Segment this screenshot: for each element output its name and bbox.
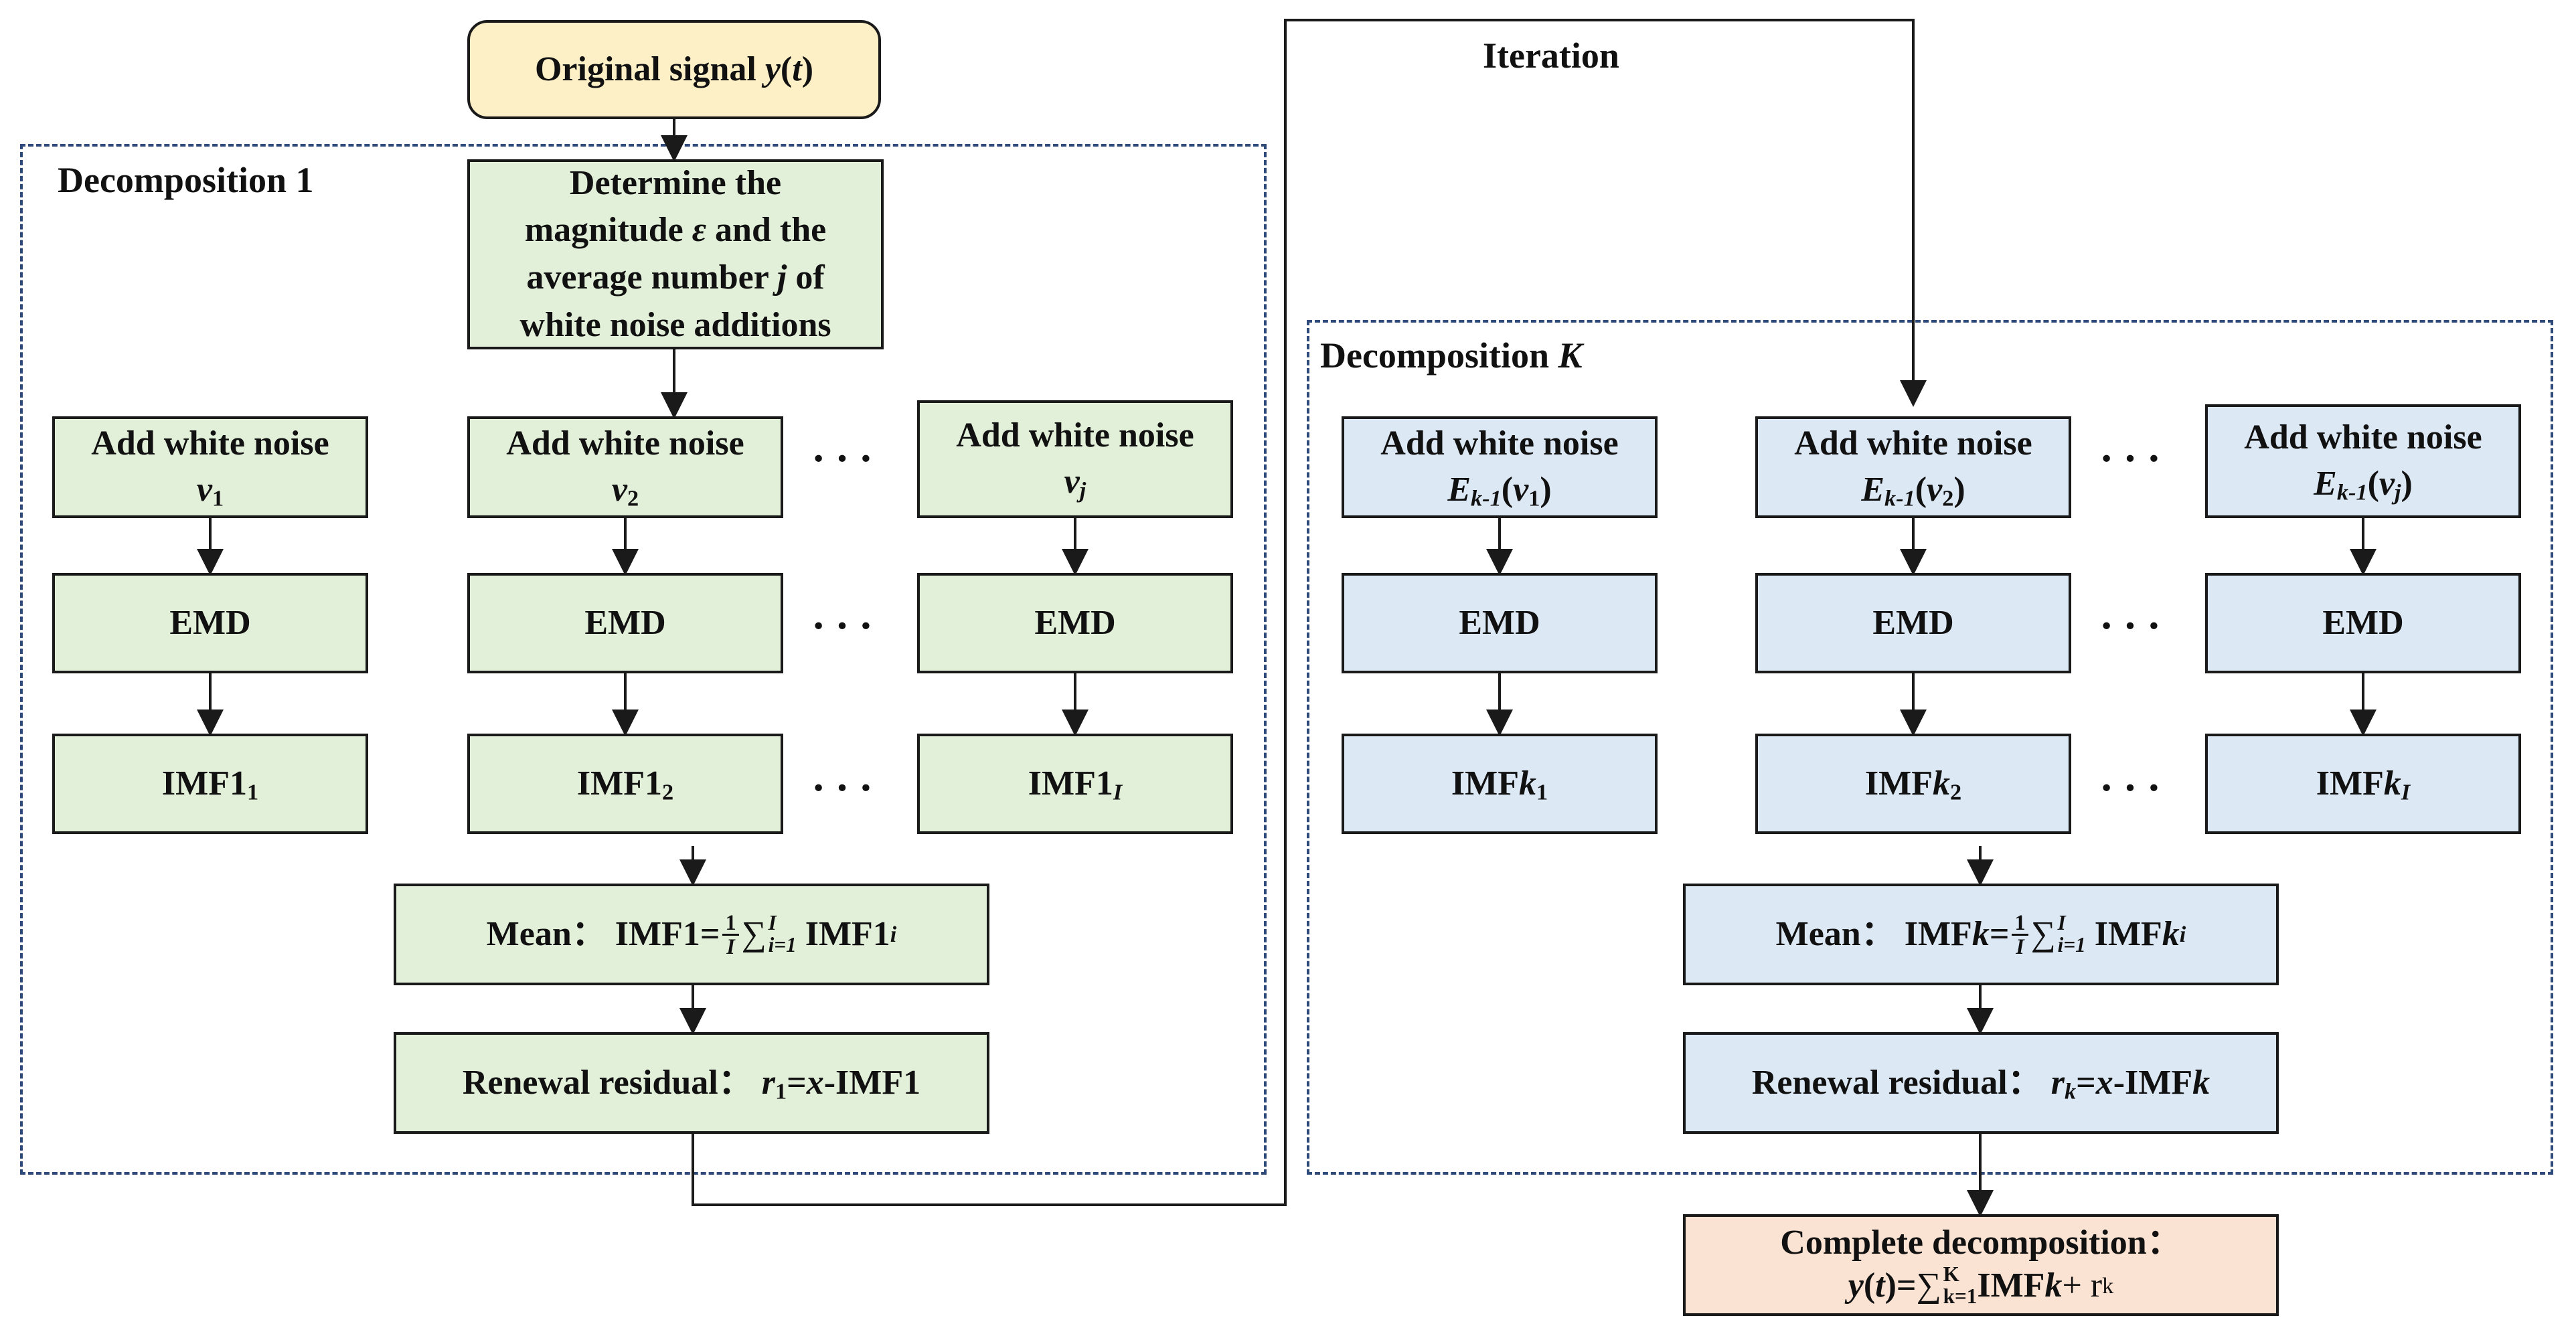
iteration-label: Iteration xyxy=(1483,35,1619,76)
imf-box-k-1: IMFk1 xyxy=(1342,734,1658,834)
ellipsis-emd-1: ··· xyxy=(811,602,883,649)
renewal-residual-box-1: Renewal residual： r1=x-IMF1 xyxy=(394,1032,989,1134)
add-noise-box-k-2: Add white noise Ek-1(v2) xyxy=(1755,416,2071,518)
emd-box-k-2: EMD xyxy=(1755,573,2071,673)
add-noise-box-1: Add white noise v1 xyxy=(52,416,368,518)
add-noise-box-k-1: Add white noise Ek-1(v1) xyxy=(1342,416,1658,518)
ellipsis-noise-k: ··· xyxy=(2099,434,2171,482)
decomposition-k-title: Decomposition K xyxy=(1320,335,1583,376)
emd-box-k-1: EMD xyxy=(1342,573,1658,673)
ellipsis-imf-k: ··· xyxy=(2099,764,2171,811)
decomposition-k-region xyxy=(1307,320,2553,1175)
ellipsis-emd-k: ··· xyxy=(2099,602,2171,649)
ellipsis-imf-1: ··· xyxy=(811,764,883,811)
add-noise-box-k-j: Add white noise Ek-1(vj) xyxy=(2205,404,2521,518)
emd-box-k-j: EMD xyxy=(2205,573,2521,673)
imf-box-i: IMF1I xyxy=(917,734,1233,834)
iteration-loop-line xyxy=(692,19,1927,1206)
decomposition-1-region xyxy=(20,144,1267,1175)
ellipsis-noise-1: ··· xyxy=(811,434,883,482)
decomposition-1-title: Decomposition 1 xyxy=(58,160,314,200)
add-noise-box-2: Add white noise v2 xyxy=(467,416,783,518)
original-signal-box: Original signal y(t) xyxy=(467,20,881,119)
determine-noise-box: Determine the magnitude ε and the averag… xyxy=(467,159,884,349)
renewal-residual-box-k: Renewal residual： rk=x-IMFk xyxy=(1683,1032,2279,1134)
add-noise-box-j: Add white noise vj xyxy=(917,400,1233,518)
imf-box-k-2: IMFk2 xyxy=(1755,734,2071,834)
imf-box-1: IMF11 xyxy=(52,734,368,834)
